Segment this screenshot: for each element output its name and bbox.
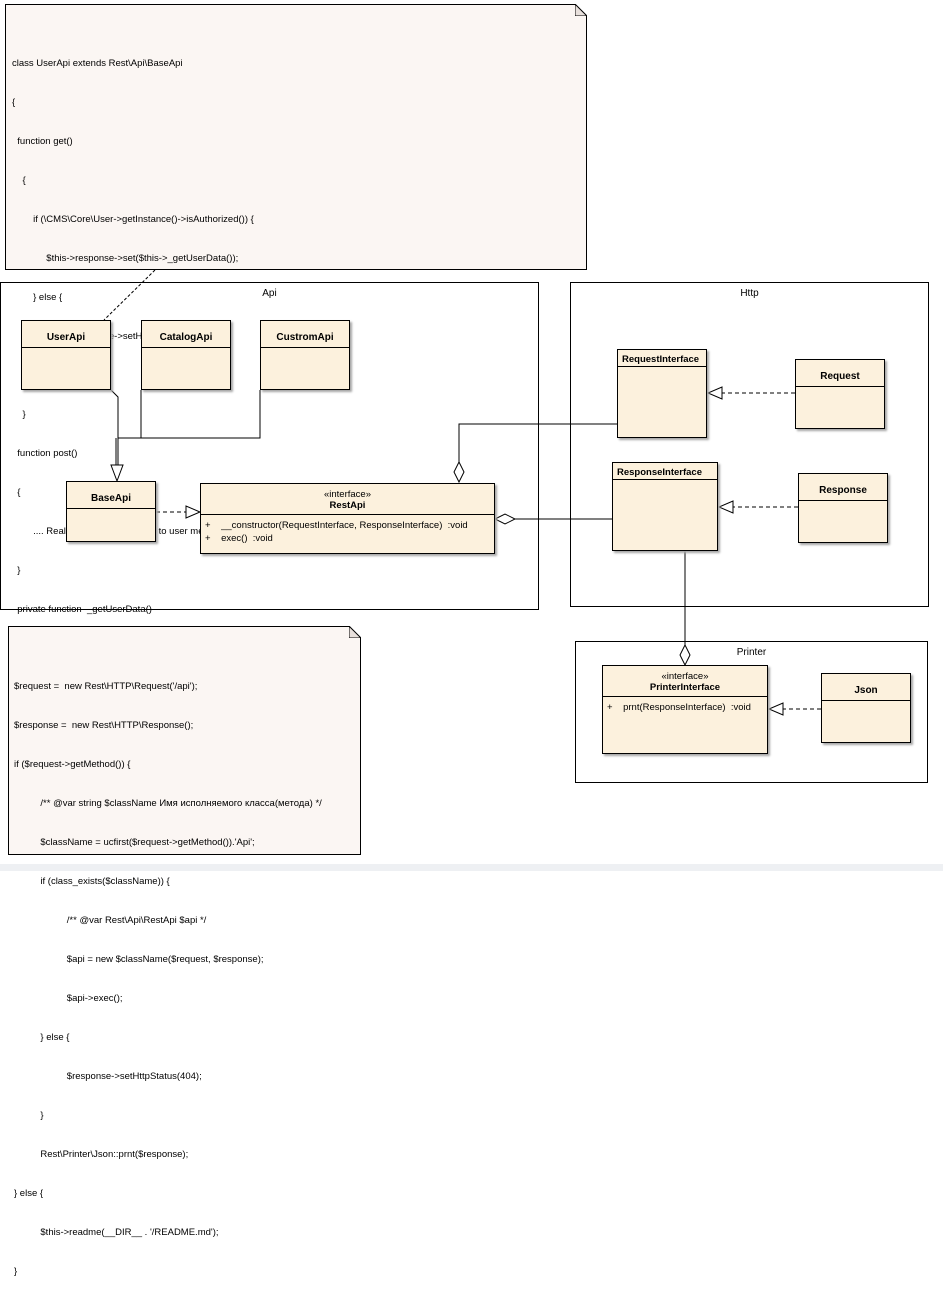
note-line: if ($request->getMethod()) { xyxy=(14,759,131,770)
code-note-userapi: class UserApi extends Rest\Api\BaseApi {… xyxy=(5,4,587,771)
note-line: $api = new $className($request, $respons… xyxy=(14,954,264,965)
note-line: { xyxy=(12,487,21,498)
note-line: if (\CMS\Core\User->getInstance()->isAut… xyxy=(12,214,254,225)
note-line: class UserApi extends Rest\Api\BaseApi xyxy=(12,58,183,69)
interface-header: «interface» PrinterInterface xyxy=(603,666,767,697)
package-title: Http xyxy=(740,288,759,299)
note-line: $api->exec(); xyxy=(14,993,123,1004)
interface-requestinterface[interactable]: RequestInterface xyxy=(617,349,707,438)
interface-restapi[interactable]: «interface» RestApi + __constructor(Requ… xyxy=(200,483,495,554)
class-custromapi[interactable]: CustromApi xyxy=(260,320,350,390)
interface-printerinterface[interactable]: «interface» PrinterInterface + prnt(Resp… xyxy=(602,665,768,754)
note-line: { xyxy=(12,175,26,186)
note-line: $response = new Rest\HTTP\Response(); xyxy=(14,720,194,731)
note-line: } else { xyxy=(14,1188,44,1199)
note-line: $this->response->set($this->_getUserData… xyxy=(12,253,239,264)
note-fold-icon xyxy=(575,4,587,16)
interface-name: RestApi xyxy=(329,500,366,511)
note-line: } xyxy=(12,409,26,420)
package-printer[interactable]: Printer xyxy=(575,641,928,783)
interface-name: PrinterInterface xyxy=(649,682,721,693)
note-line: /** @var string $className Имя исполняем… xyxy=(14,798,322,809)
class-json[interactable]: Json xyxy=(821,673,911,743)
note-line: } else { xyxy=(14,1032,70,1043)
class-name: Json xyxy=(822,674,910,701)
class-name: BaseApi xyxy=(67,482,155,509)
class-name: ResponseInterface xyxy=(613,463,717,480)
note-line: { xyxy=(12,97,16,108)
operation: + __constructor(RequestInterface, Respon… xyxy=(205,520,468,531)
note-line: $className = ucfirst($request->getMethod… xyxy=(14,837,255,848)
operations-compartment: + __constructor(RequestInterface, Respon… xyxy=(201,515,494,545)
note-line: /** @var Rest\Api\RestApi $api */ xyxy=(14,915,207,926)
stereotype-label: «interface» xyxy=(323,489,371,500)
interface-header: «interface» RestApi xyxy=(201,484,494,515)
note-fold-icon xyxy=(349,626,361,638)
class-name: Request xyxy=(796,360,884,387)
class-name: RequestInterface xyxy=(618,350,706,367)
note-line: } xyxy=(12,565,21,576)
code-note-bootstrap: $request = new Rest\HTTP\Request('/api')… xyxy=(8,626,361,1277)
note-line: } xyxy=(14,1266,18,1277)
class-catalogapi[interactable]: CatalogApi xyxy=(141,320,231,390)
note-line: } xyxy=(14,1110,44,1121)
note-line: Rest\Printer\Json::prnt($response); xyxy=(14,1149,189,1160)
operation: + prnt(ResponseInterface) :void xyxy=(607,702,751,713)
note-line: } else { xyxy=(12,292,63,303)
class-baseapi[interactable]: BaseApi xyxy=(66,481,156,542)
note-line: private function _getUserData() xyxy=(12,604,152,615)
class-request[interactable]: Request xyxy=(795,359,885,429)
class-name: CatalogApi xyxy=(142,321,230,348)
class-name: UserApi xyxy=(22,321,110,348)
class-name: CustromApi xyxy=(261,321,349,348)
note-line: $this->readme(__DIR__ . '/README.md'); xyxy=(14,1227,219,1238)
note-line: function get() xyxy=(12,136,73,147)
class-name: Response xyxy=(799,474,887,501)
note-line: $request = new Rest\HTTP\Request('/api')… xyxy=(14,681,198,692)
stereotype-label: «interface» xyxy=(661,671,709,682)
note-line: if (class_exists($className)) { xyxy=(14,876,170,887)
operations-compartment: + prnt(ResponseInterface) :void xyxy=(603,697,767,714)
package-title: Api xyxy=(262,288,277,299)
class-response[interactable]: Response xyxy=(798,473,888,543)
note-line: function post() xyxy=(12,448,78,459)
interface-responseinterface[interactable]: ResponseInterface xyxy=(612,462,718,551)
note-line: $this->response->setHttpStatus(401); xyxy=(46,331,205,342)
note-line: $response->setHttpStatus(404); xyxy=(14,1071,202,1082)
canvas-bottom-edge xyxy=(0,864,943,871)
class-userapi[interactable]: UserApi xyxy=(21,320,111,390)
package-http[interactable]: Http xyxy=(570,282,929,607)
package-title: Printer xyxy=(736,647,767,658)
operation: + exec() :void xyxy=(205,533,273,544)
